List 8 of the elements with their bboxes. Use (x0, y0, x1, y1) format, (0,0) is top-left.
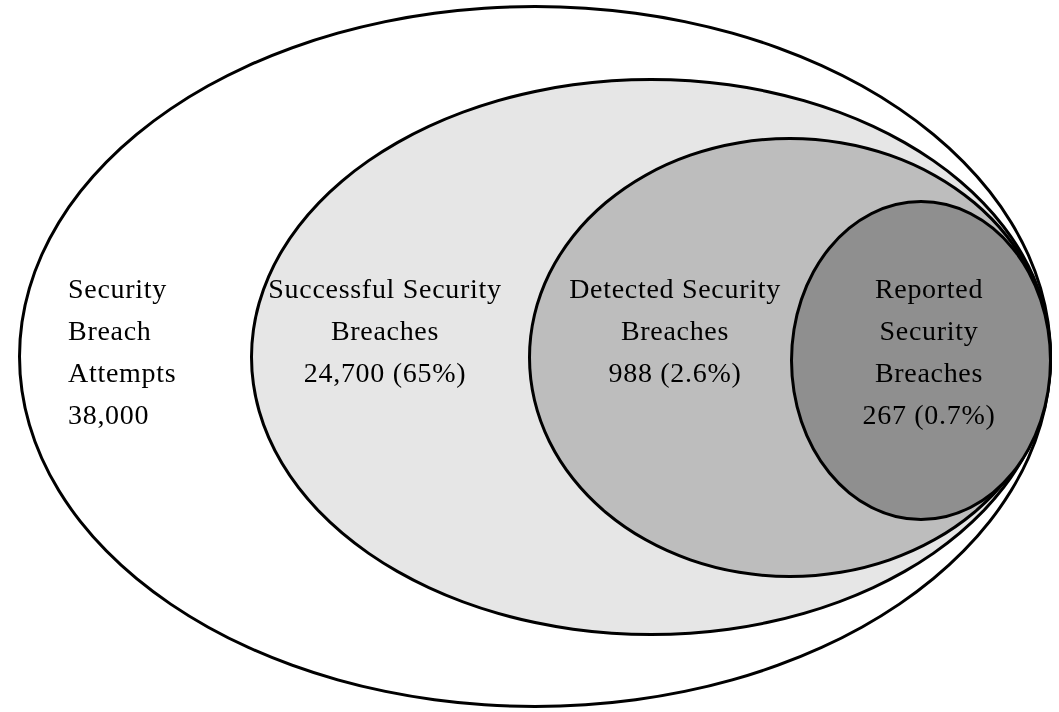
count-label: 24,700 (65%) (302, 356, 468, 390)
ellipse-label: Security Breach Attempts (68, 272, 178, 390)
count-label: 38,000 (68, 398, 151, 432)
count-label: 267 (0.7%) (861, 398, 997, 432)
ellipse-label: Detected Security Breaches (568, 272, 782, 348)
ellipse-label: Successful Security Breaches (267, 272, 503, 348)
count-label: 988 (2.6%) (607, 356, 743, 390)
ellipse-label: Reported Security Breaches (873, 272, 985, 390)
